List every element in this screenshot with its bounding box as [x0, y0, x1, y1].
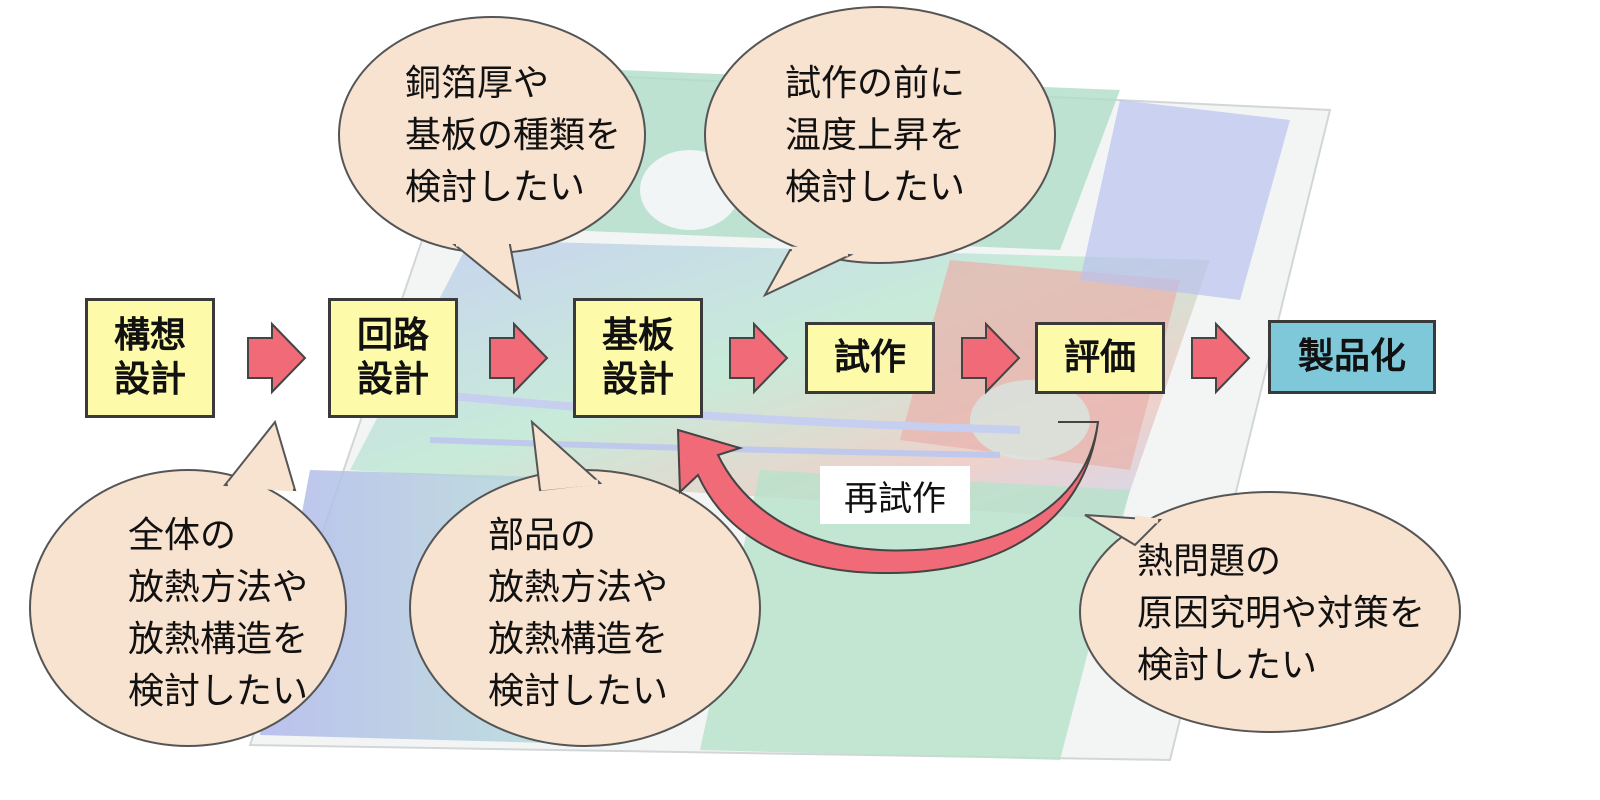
loop-label-reprototype: 再試作 — [820, 466, 970, 524]
bubble-parts-text: 部品の 放熱方法や 放熱構造を 検討したい — [488, 515, 669, 712]
bubble-thermal-issue-shape — [1079, 491, 1461, 733]
bubble-copper-foil-text: 銅箔厚や 基板の種類を 検討したい — [405, 63, 622, 208]
step-seihinka-box: 製品化 — [1268, 320, 1436, 394]
arrow-right-4 — [961, 321, 1021, 395]
step-kairo-box: 回路 設計 — [328, 298, 458, 418]
bubble-parts-shape — [409, 419, 761, 747]
bubble-overall-shape — [29, 419, 347, 747]
bubble-overall-text: 全体の 放熱方法や 放熱構造を 検討したい — [128, 515, 309, 712]
arrow-right-1 — [247, 321, 307, 395]
bubble-copper-foil-shape — [338, 16, 646, 301]
step-hyoka-box: 評価 — [1035, 322, 1165, 394]
arrow-right-5 — [1191, 321, 1251, 395]
arrow-right-2 — [489, 321, 549, 395]
step-shisaku-box: 試作 — [805, 322, 935, 394]
loop-back-arrow — [676, 421, 1100, 575]
bubble-temperature-text: 試作の前に 温度上昇を 検討したい — [785, 63, 966, 208]
bubble-temperature-shape — [704, 6, 1056, 298]
arrow-right-3 — [729, 321, 789, 395]
bubble-thermal-issue-text: 熱問題の 原因究明や対策を 検討したい — [1137, 541, 1426, 686]
step-koso-box: 構想 設計 — [85, 298, 215, 418]
step-kiban-box: 基板 設計 — [573, 298, 703, 418]
